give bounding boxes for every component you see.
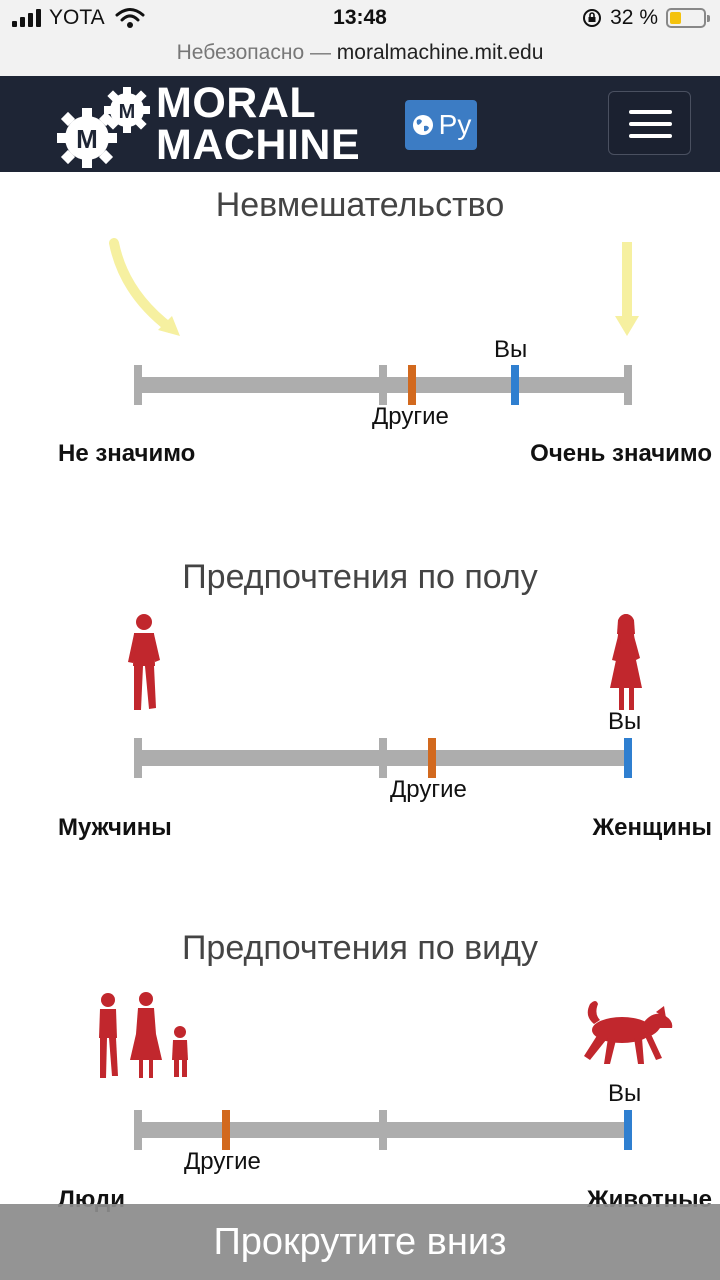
section-title-gender: Предпочтения по полу (182, 558, 538, 596)
logo-line-1: MORAL (156, 79, 317, 127)
wifi-icon (115, 8, 145, 28)
language-label: Ру (438, 109, 472, 140)
svg-text:M: M (76, 124, 98, 154)
url-domain: moralmachine.mit.edu (336, 41, 544, 64)
you-label-gender: Вы (608, 708, 642, 735)
people-group-icon (99, 992, 188, 1078)
site-header: M M MORAL MACHINE (0, 76, 720, 172)
right-label-gender: Женщины (592, 814, 712, 841)
status-right: 32 % (582, 6, 710, 30)
dog-figure-icon (584, 1001, 673, 1064)
left-label-intervention: Не значимо (58, 440, 196, 467)
scroll-down-prompt[interactable]: Прокрутите вниз (0, 1204, 720, 1280)
rotation-lock-icon (583, 9, 602, 27)
you-marker-species (624, 1110, 632, 1150)
battery-icon (666, 8, 710, 28)
scale-tick-species-0 (134, 1110, 142, 1150)
status-left: YOTA (12, 6, 145, 30)
signal-icon (12, 9, 41, 27)
site-logo-text[interactable]: MORAL MACHINE (156, 79, 361, 169)
section-title-species: Предпочтения по виду (181, 929, 539, 967)
man-figure-icon (128, 614, 160, 710)
url-security-prefix: Небезопасно — (176, 41, 337, 64)
others-label-gender: Другие (390, 776, 467, 803)
language-button[interactable]: Ру (405, 100, 477, 150)
woman-figure-icon (610, 614, 642, 710)
others-marker-species (222, 1110, 231, 1150)
scale-tick-species-1 (379, 1110, 387, 1150)
others-label-species: Другие (184, 1148, 261, 1175)
scale-tick-intervention-0 (134, 365, 142, 405)
svg-text:M: M (119, 101, 136, 123)
you-label-intervention: Вы (494, 336, 528, 363)
hamburger-icon (629, 110, 672, 114)
scale-tick-gender-0 (134, 738, 142, 778)
status-bar: YOTA 13:48 32 % (0, 0, 720, 40)
scale-tick-gender-1 (379, 738, 387, 778)
globe-icon (412, 115, 433, 135)
yellow-arrow-left-icon (109, 238, 180, 336)
others-marker-gender (428, 738, 436, 778)
you-label-species: Вы (608, 1080, 642, 1107)
you-marker-intervention (511, 365, 520, 405)
carrier-name: YOTA (49, 6, 105, 29)
you-marker-gender (624, 738, 632, 778)
logo-line-2: MACHINE (156, 121, 361, 169)
scale-tick-intervention-1 (379, 365, 387, 405)
menu-button[interactable] (608, 91, 691, 155)
section-title-intervention: Невмешательство (215, 186, 505, 224)
right-label-intervention: Очень значимо (530, 440, 712, 467)
url-bar[interactable]: Небезопасно — moralmachine.mit.edu (0, 40, 720, 76)
left-label-gender: Мужчины (58, 814, 172, 841)
scale-tick-intervention-2 (624, 365, 632, 405)
gears-logo-icon[interactable]: M M (55, 82, 155, 168)
others-label-intervention: Другие (372, 403, 449, 430)
others-marker-intervention (408, 365, 417, 405)
battery-percent: 32 % (610, 6, 658, 29)
yellow-arrow-right-icon (615, 242, 639, 336)
